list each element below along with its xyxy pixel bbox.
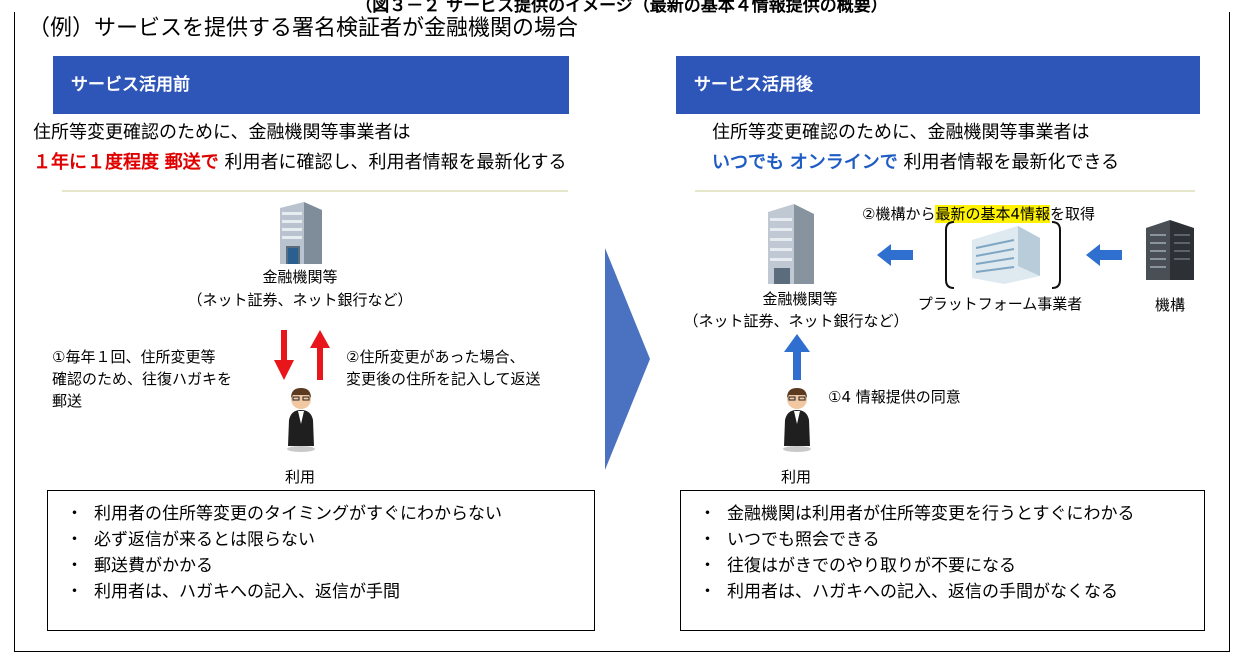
after-step2-post: を取得 bbox=[1050, 205, 1096, 223]
example-title: （例）サービスを提供する署名検証者が金融機関の場合 bbox=[28, 16, 579, 41]
before-step1-line3: 郵送 bbox=[52, 392, 83, 410]
chevron-right-icon bbox=[605, 248, 650, 470]
after-step2-pre: ②機構から bbox=[862, 205, 936, 223]
before-step1-line1: ①毎年１回、住所変更等 bbox=[52, 348, 216, 366]
before-lead-red2: 郵送で bbox=[164, 152, 219, 173]
user-icon bbox=[287, 388, 315, 452]
left-arrow-icon bbox=[1086, 244, 1122, 266]
after-lead-blue2: オンラインで bbox=[789, 152, 898, 173]
before-divider bbox=[62, 190, 568, 192]
after-point: 往復はがきでのやり取りが不要になる bbox=[699, 553, 1204, 579]
up-arrow-icon bbox=[310, 330, 330, 380]
after-step2-highlight: 最新の基本4情報 bbox=[935, 205, 1050, 223]
after-institution-label: 金融機関等 bbox=[762, 290, 838, 308]
before-step2-line1: ②住所変更があった場合、 bbox=[346, 348, 525, 366]
building-icon bbox=[768, 204, 814, 284]
before-step1-line2: 確認のため、往復ハガキを bbox=[52, 370, 233, 388]
down-arrow-icon bbox=[274, 330, 294, 380]
after-institution-sub: （ネット証券、ネット銀行など） bbox=[683, 312, 909, 330]
diagram-frame bbox=[14, 12, 1230, 652]
after-lead-rest: 利用者情報を最新化できる bbox=[903, 152, 1120, 173]
after-step2: ②機構から最新の基本4情報を取得 bbox=[862, 203, 1095, 225]
before-lead-line1: 住所等変更確認のために、金融機関等事業者は bbox=[33, 122, 411, 143]
before-header: サービス活用前 bbox=[53, 56, 569, 114]
before-institution-label: 金融機関等 bbox=[262, 268, 338, 286]
left-arrow-icon bbox=[877, 244, 913, 266]
red-arrows bbox=[274, 330, 330, 380]
after-lead-blue1: いつでも bbox=[712, 152, 784, 173]
before-institution-sub: （ネット証券、ネット銀行など） bbox=[187, 291, 413, 309]
after-lead-line1: 住所等変更確認のために、金融機関等事業者は bbox=[712, 122, 1090, 143]
before-step2: ②住所変更があった場合、 変更後の住所を記入して返送 bbox=[346, 346, 541, 390]
after-header: サービス活用後 bbox=[676, 56, 1200, 114]
after-divider bbox=[695, 190, 1195, 192]
before-step1: ①毎年１回、住所変更等 確認のため、往復ハガキを 郵送 bbox=[52, 346, 232, 412]
before-lead-red1: １年に１度程度 bbox=[33, 152, 159, 173]
after-lead-line2: いつでも オンラインで 利用者情報を最新化できる bbox=[712, 148, 1119, 178]
platform-label: プラットフォーム事業者 bbox=[917, 295, 1083, 313]
before-header-text: サービス活用前 bbox=[71, 75, 190, 95]
kikou-label: 機構 bbox=[1154, 296, 1185, 314]
user-icon bbox=[783, 388, 811, 452]
after-point: 利用者は、ハガキへの記入、返信の手間がなくなる bbox=[699, 579, 1204, 605]
building-icon bbox=[280, 202, 322, 264]
before-point: 利用者は、ハガキへの記入、返信が手間 bbox=[66, 579, 594, 605]
before-lead-rest: 利用者に確認し、利用者情報を最新化する bbox=[224, 152, 567, 173]
before-user-label: 利用 bbox=[284, 468, 315, 486]
after-header-text: サービス活用後 bbox=[694, 75, 813, 95]
up-arrow-icon bbox=[784, 334, 810, 380]
before-point: 利用者の住所等変更のタイミングがすぐにわからない bbox=[66, 501, 594, 527]
top-heading-cut: （図３－２ サービス提供のイメージ（最新の基本４情報提供の概要） bbox=[355, 0, 888, 16]
before-point: 必ず返信が来るとは限らない bbox=[66, 527, 594, 553]
before-points-box: 利用者の住所等変更のタイミングがすぐにわからない 必ず返信が来るとは限らない 郵… bbox=[47, 490, 595, 631]
after-step1: ①4 情報提供の同意 bbox=[828, 388, 961, 406]
kikou-building-icon bbox=[1146, 220, 1194, 280]
after-points-box: 金融機関は利用者が住所等変更を行うとすぐにわかる いつでも照会できる 往復はがき… bbox=[680, 490, 1205, 631]
before-step2-line2: 変更後の住所を記入して返送 bbox=[346, 370, 541, 388]
after-point: いつでも照会できる bbox=[699, 527, 1204, 553]
after-user-label: 利用 bbox=[780, 468, 811, 486]
before-lead-line2: １年に１度程度 郵送で 利用者に確認し、利用者情報を最新化する bbox=[33, 148, 566, 178]
platform-building-icon bbox=[945, 221, 1061, 289]
after-point: 金融機関は利用者が住所等変更を行うとすぐにわかる bbox=[699, 501, 1204, 527]
before-point: 郵送費がかかる bbox=[66, 553, 594, 579]
